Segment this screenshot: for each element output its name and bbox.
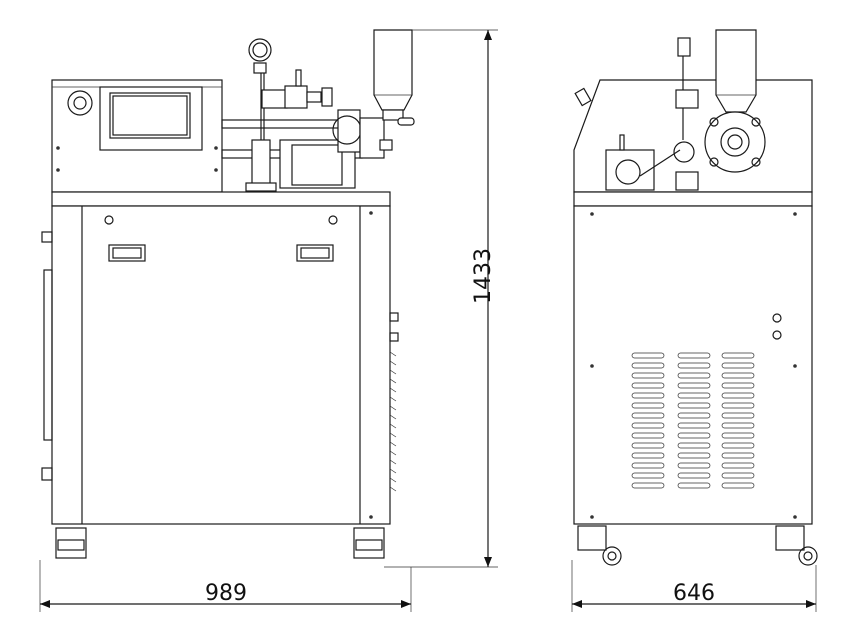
grille-line xyxy=(389,450,397,456)
side-view xyxy=(573,29,818,566)
grille-line xyxy=(389,405,397,411)
grille-line xyxy=(389,369,397,375)
height-dimension: 1433 xyxy=(471,248,496,304)
vent-slot xyxy=(721,372,755,379)
vent-slot xyxy=(721,482,755,489)
grille-line xyxy=(389,351,397,357)
vent-slot xyxy=(677,462,711,469)
vent-slot xyxy=(677,382,711,389)
pump-assembly xyxy=(221,38,393,192)
vent-slot xyxy=(721,422,755,429)
vent-slot xyxy=(677,422,711,429)
front-feet xyxy=(55,527,385,559)
vent-slot xyxy=(677,432,711,439)
vent-slot xyxy=(631,482,665,489)
vent-slot xyxy=(631,432,665,439)
grille-line xyxy=(389,414,397,420)
vent-slot xyxy=(631,362,665,369)
grille-line xyxy=(389,378,397,384)
vent-slot xyxy=(631,422,665,429)
grille-line xyxy=(389,477,397,483)
grille-line xyxy=(389,387,397,393)
vent-slot xyxy=(677,372,711,379)
vent-slot xyxy=(721,382,755,389)
vent-slot xyxy=(677,472,711,479)
vent-slot xyxy=(721,452,755,459)
side-tabletop xyxy=(573,191,813,207)
vent-slot xyxy=(677,442,711,449)
vent-slot xyxy=(631,412,665,419)
vent-slot xyxy=(631,462,665,469)
grille-line xyxy=(389,432,397,438)
vent-slot xyxy=(631,372,665,379)
vent-slot xyxy=(631,402,665,409)
vent-slot xyxy=(677,402,711,409)
vent-slot xyxy=(721,442,755,449)
vent-slot xyxy=(721,432,755,439)
front-width-dimension: 989 xyxy=(205,581,247,606)
vent-slot xyxy=(631,472,665,479)
vent-slot xyxy=(677,352,711,359)
vent-slot xyxy=(631,352,665,359)
grille-line xyxy=(389,396,397,402)
front-view xyxy=(41,29,415,559)
vent-slot xyxy=(721,472,755,479)
side-casters xyxy=(577,525,818,566)
vent-slot xyxy=(721,362,755,369)
vent-slot xyxy=(677,412,711,419)
hopper xyxy=(373,29,415,126)
vent-slot xyxy=(721,462,755,469)
vent-slot xyxy=(721,402,755,409)
vent-slot xyxy=(631,392,665,399)
grille-line xyxy=(389,468,397,474)
vent-slot xyxy=(677,362,711,369)
vent-slot xyxy=(721,412,755,419)
grille-line xyxy=(389,486,397,492)
grille-line xyxy=(389,360,397,366)
vent-slot xyxy=(677,482,711,489)
vent-slot xyxy=(677,452,711,459)
vent-slot xyxy=(721,352,755,359)
grille-line xyxy=(389,423,397,429)
vent-slot xyxy=(677,392,711,399)
front-cabinet xyxy=(41,205,399,525)
dimension-lines: 1433 989 646 xyxy=(39,29,817,612)
control-box xyxy=(51,79,223,193)
vent-slot xyxy=(721,392,755,399)
grille-line xyxy=(389,441,397,447)
vent-slot xyxy=(631,452,665,459)
vent-slot xyxy=(631,382,665,389)
grille-line xyxy=(389,459,397,465)
side-cabinet xyxy=(573,205,813,525)
side-depth-dimension: 646 xyxy=(673,581,715,606)
front-tabletop xyxy=(51,191,391,207)
vent-slot xyxy=(631,442,665,449)
